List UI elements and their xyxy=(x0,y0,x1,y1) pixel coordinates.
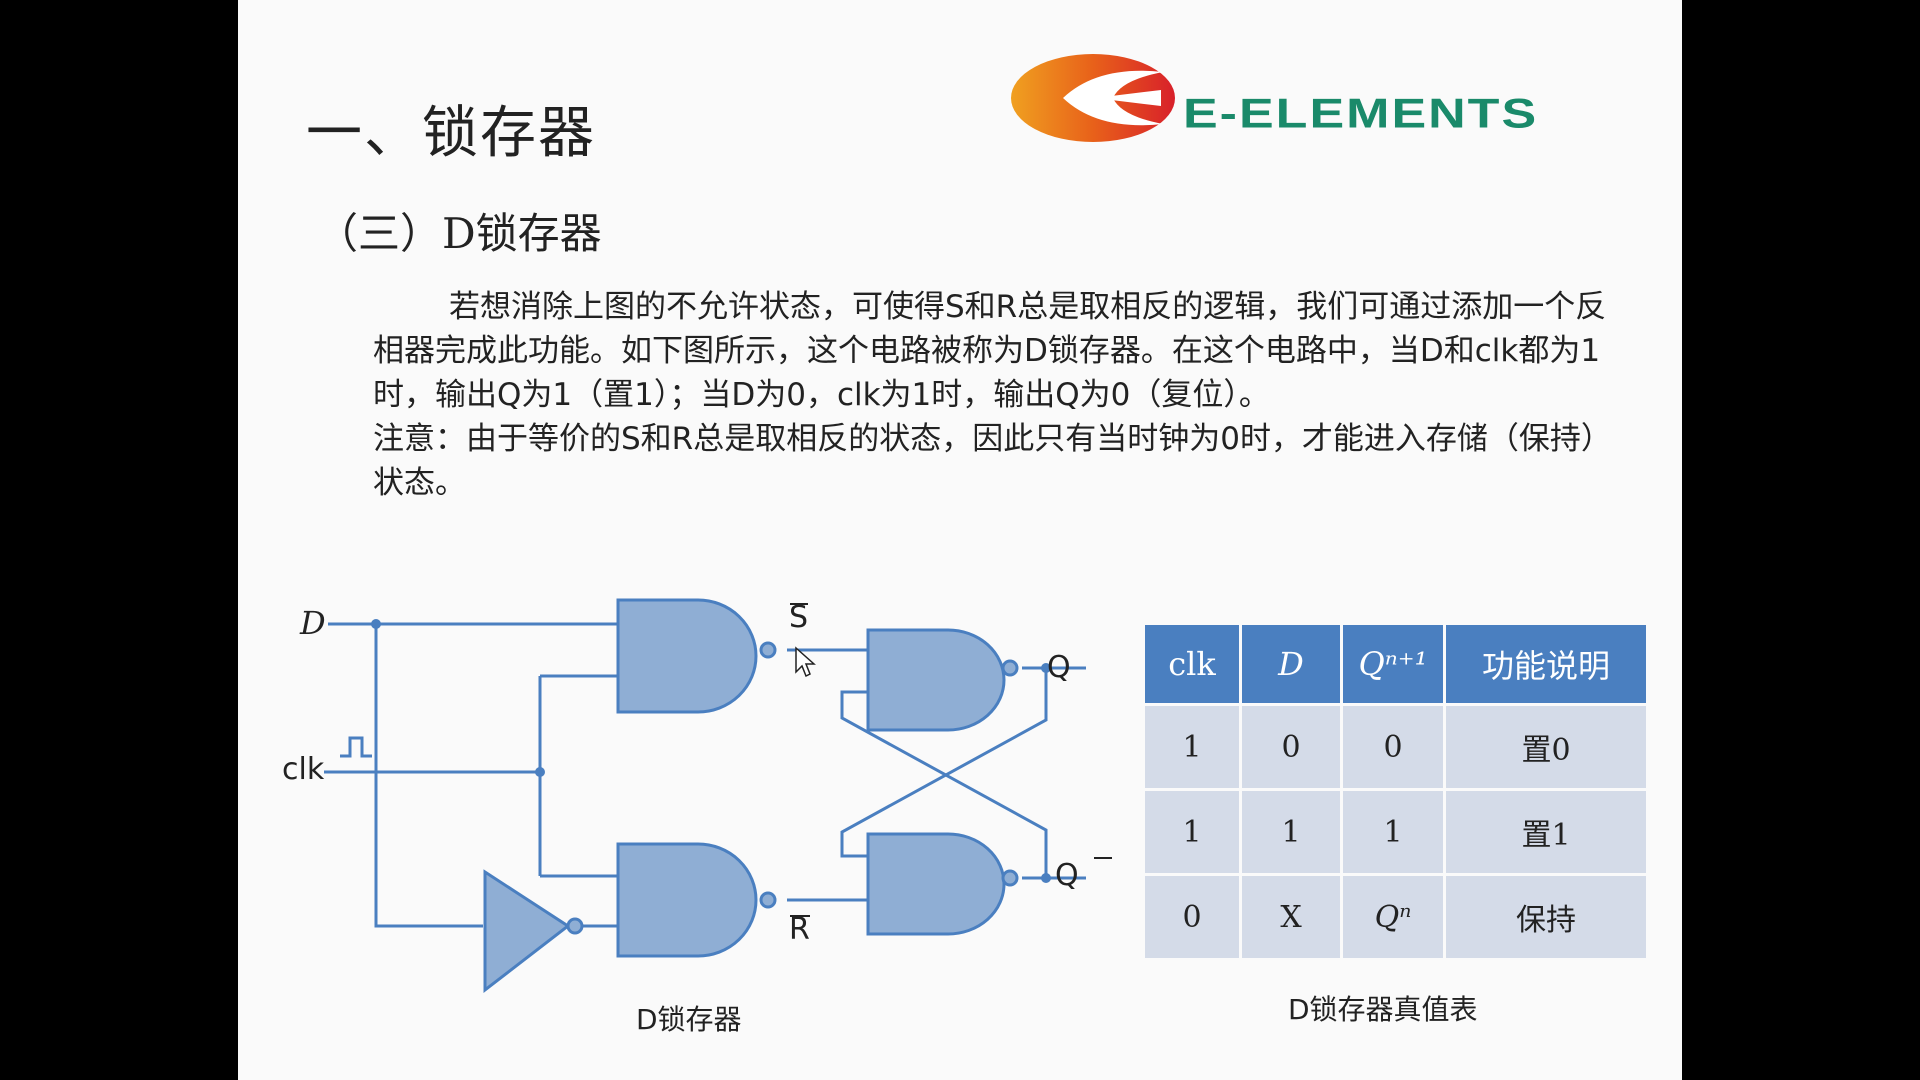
nand-gate-top-right xyxy=(866,628,1006,732)
wire-cross-2 xyxy=(840,690,1048,878)
label-r-bar: R xyxy=(789,912,810,947)
cell: 置0 xyxy=(1446,706,1646,788)
d-latch-circuit xyxy=(324,598,1112,994)
nand-gate-bottom-right xyxy=(866,832,1006,936)
inverter-gate xyxy=(483,869,571,994)
wire-d-to-inverter xyxy=(374,624,483,928)
logo-text: E-ELEMENTS xyxy=(1183,90,1539,138)
circuit-caption: D锁存器 xyxy=(636,1003,742,1036)
cell: 0 xyxy=(1145,876,1239,958)
label-clk: clk xyxy=(282,752,325,787)
clock-pulse-icon xyxy=(340,736,372,758)
cell: 1 xyxy=(1145,791,1239,873)
body-text: 若想消除上图的不允许状态，可使得S和R总是取相反的逻辑，我们可通过添加一个反相器… xyxy=(373,285,1623,505)
cell: 1 xyxy=(1145,706,1239,788)
table-row: 0 X Qⁿ 保持 xyxy=(1145,876,1646,958)
truth-table: clk D Qⁿ⁺¹ 功能说明 1 0 0 置0 1 1 1 置1 0 X xyxy=(1142,622,1649,961)
mouse-cursor-icon xyxy=(795,646,816,678)
cell: 保持 xyxy=(1446,876,1646,958)
cell: 置1 xyxy=(1446,791,1646,873)
slide: 一、锁存器 E-ELEMENTS （三）D锁存器 若想消除上图的不允许状态，可使… xyxy=(238,0,1682,1080)
paragraph-1: 若想消除上图的不允许状态，可使得S和R总是取相反的逻辑，我们可通过添加一个反相器… xyxy=(373,289,1607,413)
paragraph-2: 注意：由于等价的S和R总是取相反的状态，因此只有当时钟为0时，才能进入存储（保持… xyxy=(373,421,1612,501)
table-row: 1 1 1 置1 xyxy=(1145,791,1646,873)
cell: 1 xyxy=(1242,791,1340,873)
nand-gate-bottom-left xyxy=(616,842,758,958)
label-q-bar: Q xyxy=(1055,858,1079,893)
header-function: 功能说明 xyxy=(1446,625,1646,703)
header-clk: clk xyxy=(1145,625,1239,703)
wire-cross-1 xyxy=(840,668,1048,858)
cell: 0 xyxy=(1343,706,1443,788)
table-header-row: clk D Qⁿ⁺¹ 功能说明 xyxy=(1145,625,1646,703)
page-title: 一、锁存器 xyxy=(306,101,596,166)
cell: 0 xyxy=(1242,706,1340,788)
label-s-bar: S xyxy=(789,600,809,635)
table-caption: D锁存器真值表 xyxy=(1288,993,1478,1026)
nand-gate-top-left xyxy=(616,598,758,714)
section-subtitle: （三）D锁存器 xyxy=(316,209,602,258)
cell: X xyxy=(1242,876,1340,958)
e-elements-logo xyxy=(1011,54,1175,142)
label-d: D xyxy=(300,604,326,642)
cell: 1 xyxy=(1343,791,1443,873)
header-d: D xyxy=(1242,625,1340,703)
header-q-next: Qⁿ⁺¹ xyxy=(1343,625,1443,703)
table-row: 1 0 0 置0 xyxy=(1145,706,1646,788)
cell: Qⁿ xyxy=(1343,876,1443,958)
label-q: Q xyxy=(1047,650,1071,685)
